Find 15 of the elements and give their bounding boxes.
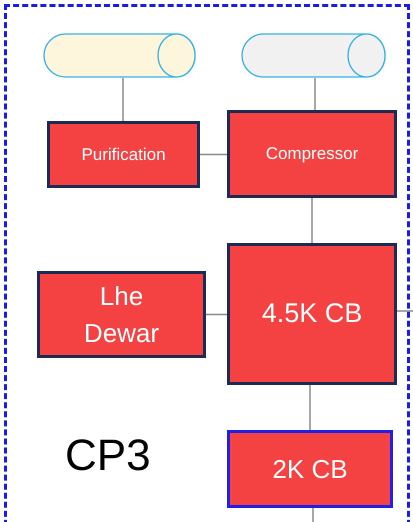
- connector-line: [312, 508, 314, 522]
- group-label: CP3: [65, 431, 151, 481]
- equipment-box: Lhe Dewar: [37, 271, 206, 358]
- connector-line: [122, 78, 124, 121]
- equipment-box: Compressor: [227, 110, 397, 198]
- connector-line: [311, 198, 313, 243]
- dashed-boundary: [4, 4, 410, 522]
- equipment-box: Purification: [47, 121, 200, 188]
- connector-line: [397, 310, 413, 312]
- connector-line: [309, 385, 311, 430]
- equipment-box: 4.5K CB: [227, 243, 397, 385]
- connector-line: [314, 78, 316, 110]
- connector-line: [206, 314, 227, 316]
- equipment-box: 2K CB: [227, 430, 393, 508]
- connector-line: [200, 154, 227, 156]
